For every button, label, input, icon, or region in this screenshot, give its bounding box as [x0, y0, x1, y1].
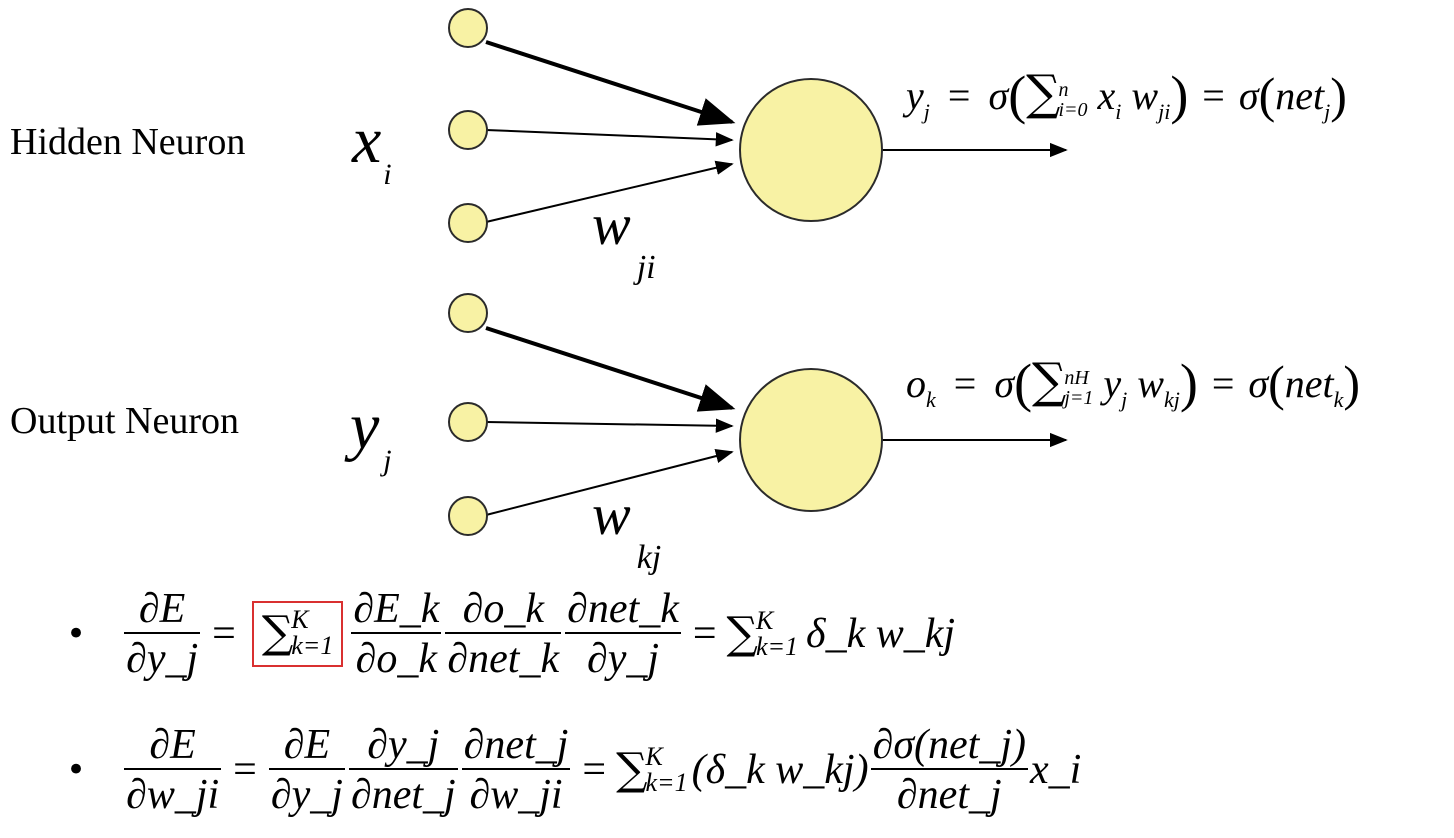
eq2-fraction-2: ∂y_j∂net_j	[348, 722, 458, 818]
bullet-2: •	[66, 750, 87, 790]
eq1-lhs-fraction: ∂E∂y_j	[124, 586, 201, 682]
output-edge-1	[485, 326, 736, 412]
hidden-neuron-label: Hidden Neuron	[10, 121, 246, 163]
hidden-neuron-node	[739, 78, 883, 222]
eq2-lhs-fraction: ∂E∂w_ji	[124, 722, 222, 818]
eq2-fraction-1: ∂E∂y_j	[268, 722, 345, 818]
hidden-edge-3	[485, 160, 734, 223]
hidden-input-node-3	[448, 203, 488, 243]
output-neuron-label: Output Neuron	[10, 400, 240, 442]
output-input-node-1	[448, 293, 488, 333]
eq2-fraction-3: ∂net_j∂w_ji	[461, 722, 571, 818]
hidden-input-node-1	[448, 8, 488, 48]
hidden-input-symbol: xi	[352, 104, 392, 191]
eq1-fraction-2: ∂o_k∂net_k	[445, 586, 562, 682]
output-input-node-3	[448, 496, 488, 536]
equation-2: • ∂E∂w_ji = ∂E∂y_j ∂y_j∂net_j ∂net_j∂w_j…	[66, 722, 1082, 818]
hidden-edge-2	[485, 129, 734, 147]
eq1-fraction-1: ∂E_k∂o_k	[351, 586, 442, 682]
eq2-tail: x_i	[1030, 747, 1082, 793]
eq2-paren-term: (δ_k w_kj)	[691, 747, 869, 793]
eq1-rhs: δ_k w_kj	[806, 611, 956, 657]
bullet-1: •	[66, 614, 87, 654]
output-edge-3	[485, 449, 734, 516]
hidden-weight-label: wji	[592, 192, 656, 286]
hidden-input-node-2	[448, 110, 488, 150]
output-edge-2	[485, 418, 734, 433]
output-neuron-node	[739, 368, 883, 512]
hidden-edge-1	[485, 40, 736, 126]
eq2-fraction-4: ∂σ(net_j)∂net_j	[870, 722, 1028, 818]
output-weight-label: wkj	[592, 482, 662, 576]
output-input-node-2	[448, 402, 488, 442]
eq1-fraction-3: ∂net_k∂y_j	[565, 586, 681, 682]
